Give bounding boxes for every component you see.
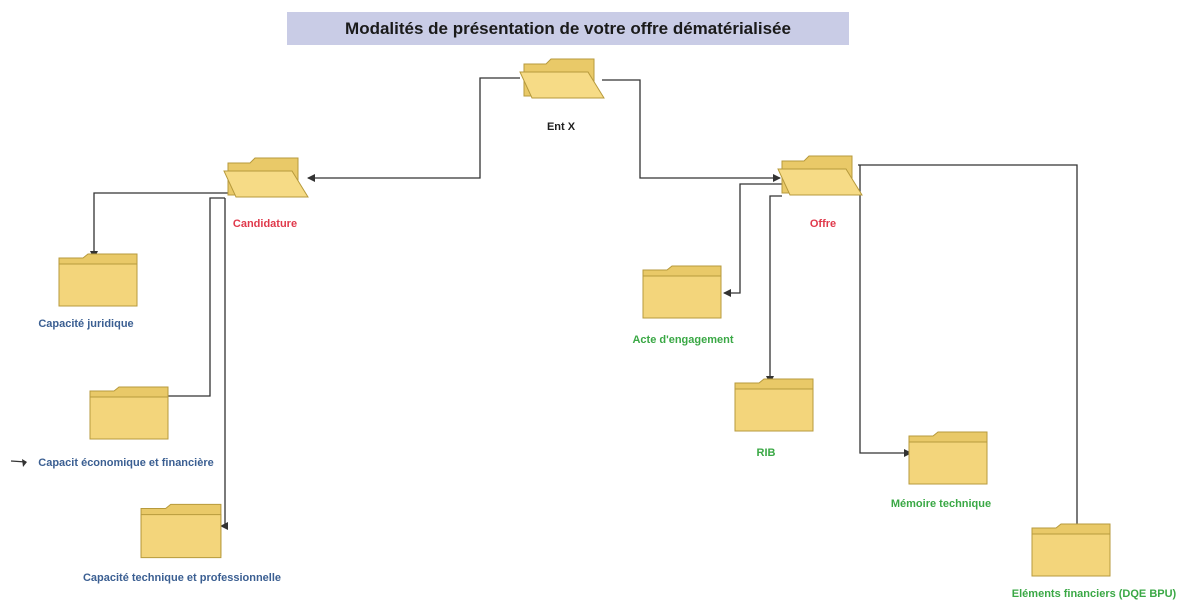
capacite-economique-folder-icon (89, 386, 169, 440)
acte-engagement-folder-icon (642, 265, 722, 319)
elements-financiers-label: Eléments financiers (DQE BPU) (1011, 588, 1177, 600)
rib-folder-icon (734, 378, 814, 432)
connector-root-candidature (307, 77, 520, 182)
connector-candidature-economique (132, 197, 225, 400)
connector-offre-memoire (859, 165, 912, 457)
offre-label: Offre (809, 218, 837, 230)
capacite-economique-label: Capacit économique et financière (38, 457, 214, 469)
capacite-technique-folder-icon (140, 503, 222, 559)
connector-candidature-juridique (90, 192, 232, 259)
elements-financiers-folder-icon (1031, 523, 1111, 577)
stray-arrow-mark (10, 459, 27, 467)
memoire-technique-label: Mémoire technique (890, 498, 992, 510)
connector-offre-acte (723, 183, 782, 297)
connector-root-offre (602, 79, 781, 182)
candidature-label: Candidature (232, 218, 298, 230)
connector-candidature-technique (220, 198, 228, 530)
root-folder-icon (519, 58, 605, 99)
capacite-technique-label: Capacité technique et professionnelle (82, 572, 282, 584)
connector-offre-rib (766, 195, 782, 384)
acte-engagement-label: Acte d'engagement (632, 334, 734, 346)
candidature-folder-icon (223, 157, 309, 198)
diagram-title: Modalités de présentation de votre offre… (287, 12, 849, 45)
capacite-juridique-label: Capacité juridique (38, 318, 134, 330)
memoire-technique-folder-icon (908, 431, 988, 485)
rib-label: RIB (756, 447, 776, 459)
capacite-juridique-folder-icon (58, 253, 138, 307)
root-label: Ent X (546, 121, 576, 133)
offre-folder-icon (777, 155, 863, 196)
